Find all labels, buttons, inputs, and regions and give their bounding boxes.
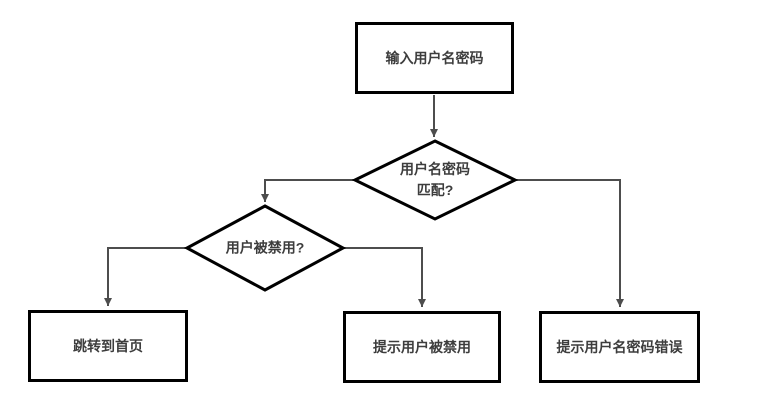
process-redirect-home: 跳转到首页 [28, 310, 188, 382]
decision-username-password-match-shape [351, 139, 519, 221]
process-redirect-home-label: 跳转到首页 [73, 338, 143, 354]
connector-disabled-to-home [104, 247, 187, 306]
connector-match-to-wrong-message [515, 179, 624, 307]
process-prompt-user-disabled-label: 提示用户被禁用 [373, 339, 471, 355]
connector-match-to-disabled-decision [261, 179, 355, 202]
process-prompt-wrong-credentials-label: 提示用户名密码错误 [556, 339, 683, 355]
process-enter-credentials: 输入用户名密码 [355, 22, 514, 94]
decision-user-disabled-shape [183, 204, 347, 292]
connector-disabled-to-disabled-message [343, 247, 426, 307]
process-prompt-user-disabled: 提示用户被禁用 [343, 311, 501, 383]
process-enter-credentials-label: 输入用户名密码 [385, 50, 484, 66]
process-prompt-wrong-credentials: 提示用户名密码错误 [539, 311, 700, 383]
